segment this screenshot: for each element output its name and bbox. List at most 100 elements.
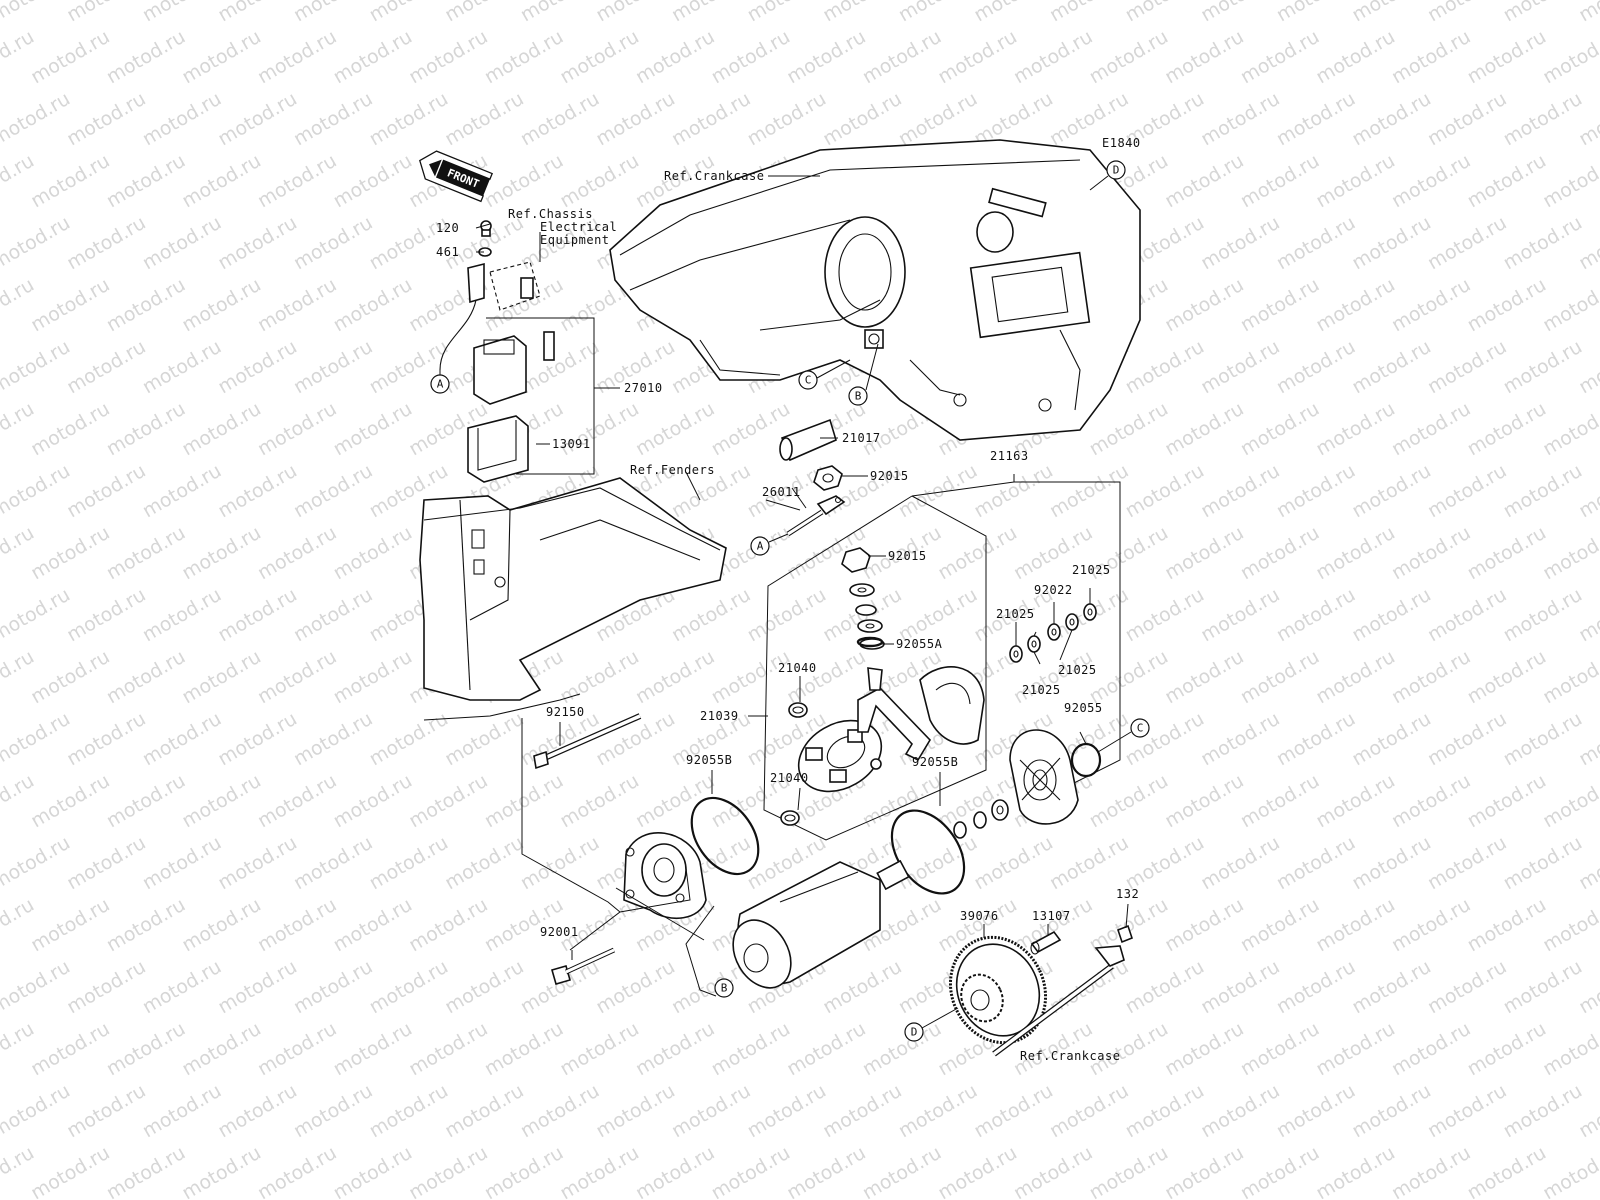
watermark-text: motod.ru bbox=[178, 1142, 264, 1200]
watermark-text: motod.ru bbox=[1424, 1080, 1510, 1143]
o-ring-large-left-illustration bbox=[690, 796, 760, 876]
watermark-text: motod.ru bbox=[1539, 398, 1600, 461]
watermark-text: motod.ru bbox=[859, 1018, 945, 1081]
watermark-text: motod.ru bbox=[1086, 646, 1172, 709]
watermark-text: motod.ru bbox=[1539, 1142, 1600, 1200]
washers-illustration bbox=[1009, 603, 1097, 663]
watermark-text: motod.ru bbox=[556, 770, 642, 833]
watermark-text: motod.ru bbox=[1464, 150, 1550, 213]
watermark-text: motod.ru bbox=[1122, 584, 1208, 647]
watermark-text: motod.ru bbox=[1348, 336, 1434, 399]
end-cover-illustration bbox=[1009, 729, 1079, 825]
watermark-text: motod.ru bbox=[708, 1018, 794, 1081]
watermark-text: motod.ru bbox=[1273, 832, 1359, 895]
watermark-text: motod.ru bbox=[290, 832, 376, 895]
watermark-text: motod.ru bbox=[1424, 212, 1510, 275]
watermark-text: motod.ru bbox=[632, 1142, 718, 1200]
watermark-text: motod.ru bbox=[1161, 770, 1247, 833]
watermark-text: motod.ru bbox=[783, 1018, 869, 1081]
watermark-text: motod.ru bbox=[0, 460, 74, 523]
watermark-text: motod.ru bbox=[895, 88, 981, 151]
part-label-120: 120 bbox=[436, 221, 459, 235]
watermark-text: motod.ru bbox=[1464, 894, 1550, 957]
watermark-text: motod.ru bbox=[330, 894, 416, 957]
watermark-text: motod.ru bbox=[1197, 956, 1283, 1019]
watermark-text: motod.ru bbox=[0, 708, 74, 771]
watermark-text: motod.ru bbox=[254, 770, 340, 833]
watermark-text: motod.ru bbox=[592, 88, 678, 151]
watermark-text: motod.ru bbox=[178, 522, 264, 585]
part-label-92015-top: 92015 bbox=[870, 469, 909, 483]
watermark-text: motod.ru bbox=[859, 26, 945, 89]
part-label-21025-b: 21025 bbox=[996, 607, 1035, 621]
watermark-text: motod.ru bbox=[1122, 0, 1208, 26]
watermark-text: motod.ru bbox=[1237, 1018, 1323, 1081]
ref-crankcase-bottom-label: Ref.Crankcase bbox=[1020, 1049, 1120, 1063]
watermark-text: motod.ru bbox=[27, 274, 113, 337]
watermark-text: motod.ru bbox=[1161, 894, 1247, 957]
callout-B-upper: B bbox=[848, 386, 868, 406]
watermark-text: motod.ru bbox=[103, 770, 189, 833]
watermark-text: motod.ru bbox=[63, 212, 149, 275]
watermark-text: motod.ru bbox=[1237, 770, 1323, 833]
watermark-text: motod.ru bbox=[0, 212, 74, 275]
watermark-text: motod.ru bbox=[441, 832, 527, 895]
watermark-text: motod.ru bbox=[366, 88, 452, 151]
watermark-text: motod.ru bbox=[1046, 460, 1132, 523]
watermark-text: motod.ru bbox=[63, 832, 149, 895]
watermark-text: motod.ru bbox=[27, 1018, 113, 1081]
watermark-text: motod.ru bbox=[1539, 26, 1600, 89]
watermark-text: motod.ru bbox=[1500, 336, 1586, 399]
watermark-text: motod.ru bbox=[441, 708, 527, 771]
watermark-text: motod.ru bbox=[481, 150, 567, 213]
watermark-text: motod.ru bbox=[859, 1142, 945, 1200]
watermark-text: motod.ru bbox=[1500, 1080, 1586, 1143]
watermark-text: motod.ru bbox=[254, 150, 340, 213]
watermark-text: motod.ru bbox=[214, 0, 300, 26]
watermark-text: motod.ru bbox=[1388, 398, 1474, 461]
part-label-21017: 21017 bbox=[842, 431, 881, 445]
watermark-text: motod.ru bbox=[1046, 1080, 1132, 1143]
watermark-text: motod.ru bbox=[63, 708, 149, 771]
crankcase-illustration bbox=[609, 139, 1141, 441]
watermark-text: motod.ru bbox=[178, 274, 264, 337]
watermark-text: motod.ru bbox=[1348, 88, 1434, 151]
watermark-text: motod.ru bbox=[1539, 1018, 1600, 1081]
watermark-text: motod.ru bbox=[1161, 274, 1247, 337]
watermark-text: motod.ru bbox=[1388, 894, 1474, 957]
watermark-text: motod.ru bbox=[1348, 0, 1434, 26]
watermark-text: motod.ru bbox=[708, 26, 794, 89]
watermark-text: motod.ru bbox=[1273, 460, 1359, 523]
watermark-text: motod.ru bbox=[1237, 398, 1323, 461]
watermark-text: motod.ru bbox=[441, 88, 527, 151]
svg-text:B: B bbox=[721, 982, 728, 995]
watermark-text: motod.ru bbox=[1424, 460, 1510, 523]
watermark-text: motod.ru bbox=[556, 646, 642, 709]
ref-chassis-label: Ref.Chassis bbox=[508, 207, 593, 221]
watermark-text: motod.ru bbox=[103, 522, 189, 585]
watermark-text: motod.ru bbox=[1539, 770, 1600, 833]
watermark-text: motod.ru bbox=[405, 26, 491, 89]
watermark-text: motod.ru bbox=[934, 1142, 1020, 1200]
o-ring-illustration bbox=[856, 636, 884, 648]
diagram-code: E1840 bbox=[1102, 136, 1141, 150]
fender-illustration bbox=[419, 477, 727, 721]
watermark-text: motod.ru bbox=[290, 336, 376, 399]
part-label-92055A: 92055A bbox=[896, 637, 943, 651]
watermark-text: motod.ru bbox=[1388, 646, 1474, 709]
watermark-text: motod.ru bbox=[254, 1142, 340, 1200]
watermark-text: motod.ru bbox=[1539, 274, 1600, 337]
watermark-text: motod.ru bbox=[1046, 0, 1132, 26]
watermark-text: motod.ru bbox=[1122, 956, 1208, 1019]
watermark-text: motod.ru bbox=[1424, 0, 1510, 26]
watermark-text: motod.ru bbox=[517, 956, 603, 1019]
watermark-text: motod.ru bbox=[1500, 0, 1586, 26]
watermark-text: motod.ru bbox=[1086, 398, 1172, 461]
watermark-text: motod.ru bbox=[63, 336, 149, 399]
watermark-text: motod.ru bbox=[178, 646, 264, 709]
watermark-text: motod.ru bbox=[708, 646, 794, 709]
watermark-text: motod.ru bbox=[1312, 1142, 1398, 1200]
watermark-text: motod.ru bbox=[1237, 26, 1323, 89]
watermark-text: motod.ru bbox=[27, 150, 113, 213]
watermark-text: motod.ru bbox=[330, 150, 416, 213]
